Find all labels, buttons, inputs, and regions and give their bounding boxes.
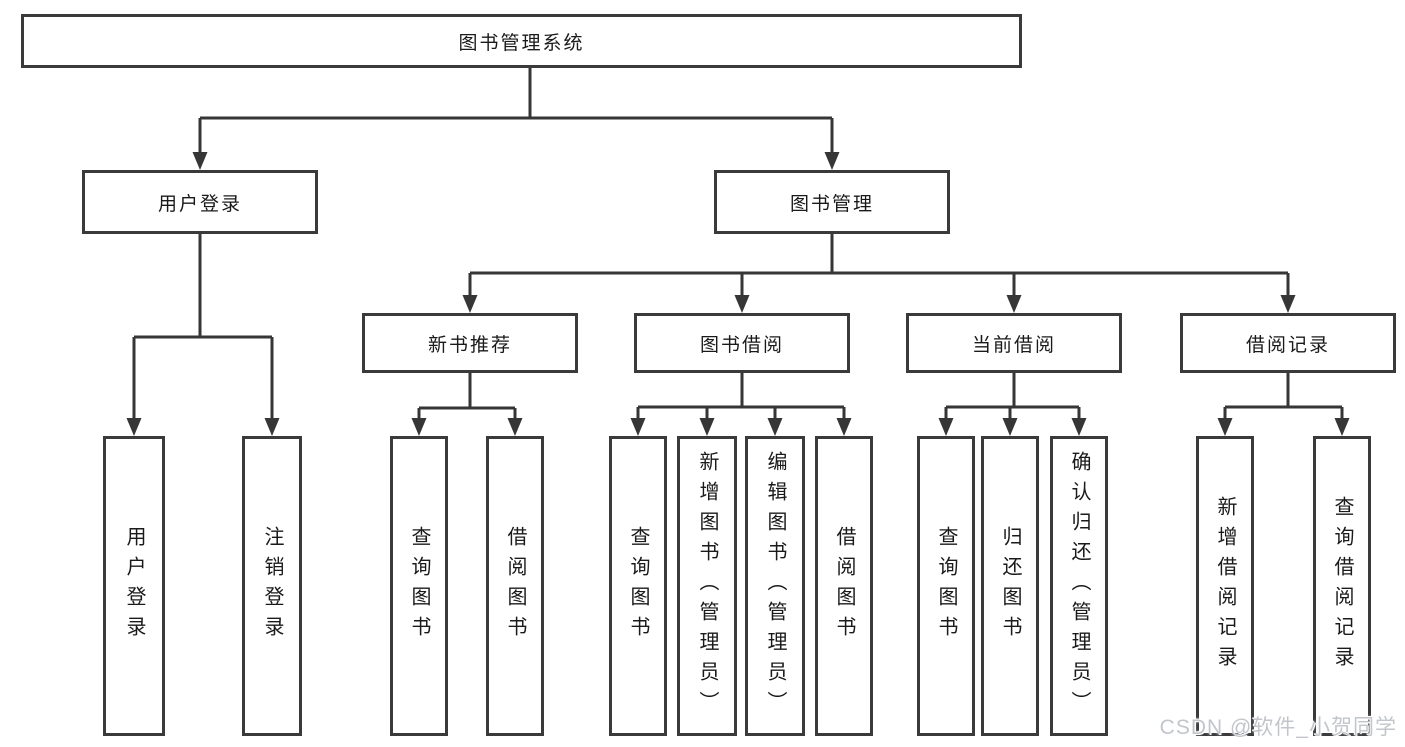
leaf-borrow-book-recommend: 借阅图书 [486,436,544,736]
node-current-borrow: 当前借阅 [906,313,1122,373]
leaf-logout: 注销登录 [242,436,302,736]
node-current-borrow-label: 当前借阅 [971,334,1056,356]
node-borrow-records: 借阅记录 [1180,313,1396,373]
leaf-logout-label: 注销登录 [261,526,283,646]
leaf-query-borrow-record: 查询借阅记录 [1313,436,1371,736]
connector-book-management-to-level3 [462,233,1296,313]
leaf-query-book-recommend: 查询图书 [390,436,448,736]
leaf-confirm-return-admin-label: 确认归还（管理员） [1068,451,1090,721]
leaf-query-book-borrow-label: 查询图书 [627,526,649,646]
node-book-management: 图书管理 [714,170,950,234]
node-new-book-recommend: 新书推荐 [362,313,578,373]
arrowhead [1334,418,1350,436]
arrowhead [1280,295,1296,313]
node-book-borrow-label: 图书借阅 [699,334,784,356]
arrowhead [767,418,783,436]
arrowhead [411,418,427,436]
leaf-add-borrow-record-label: 新增借阅记录 [1214,496,1236,676]
leaf-add-book-admin-label: 新增图书（管理员） [696,451,718,721]
leaf-add-borrow-record: 新增借阅记录 [1196,436,1254,736]
leaf-confirm-return-admin: 确认归还（管理员） [1050,436,1108,736]
arrowhead [126,418,142,436]
leaf-query-book-borrow: 查询图书 [609,436,667,736]
arrowhead [507,418,523,436]
arrowhead [1071,418,1087,436]
leaf-borrow-book-2-label: 借阅图书 [833,526,855,646]
arrowhead [1217,418,1233,436]
arrowhead [630,418,646,436]
leaf-return-book-label: 归还图书 [999,526,1021,646]
arrowhead [1006,295,1022,313]
node-user-login-label: 用户登录 [157,193,242,215]
csdn-watermark: CSDN @软件_小贺同学 [1159,716,1397,739]
leaf-return-book: 归还图书 [981,436,1039,736]
leaf-edit-book-admin-label: 编辑图书（管理员） [764,451,786,721]
connector-new-book-recommend-to-leaves [411,373,523,436]
node-root-label: 图书管理系统 [458,32,585,54]
leaf-borrow-book-recommend-label: 借阅图书 [504,526,526,646]
leaf-user-login: 用户登录 [103,436,165,736]
leaf-query-borrow-record-label: 查询借阅记录 [1331,496,1353,676]
arrowhead [836,418,852,436]
arrowhead [462,295,478,313]
node-user-login: 用户登录 [82,170,318,234]
arrowhead [1002,418,1018,436]
leaf-borrow-book-2: 借阅图书 [815,436,873,736]
connector-user-login-to-leaves [126,233,280,436]
node-borrow-records-label: 借阅记录 [1245,334,1330,356]
leaf-query-book-current-label: 查询图书 [935,526,957,646]
arrowhead [192,152,208,170]
node-new-book-recommend-label: 新书推荐 [427,334,512,356]
node-book-management-label: 图书管理 [789,193,874,215]
arrowhead [699,418,715,436]
arrowhead [824,152,840,170]
node-root: 图书管理系统 [21,14,1022,68]
leaf-user-login-label: 用户登录 [123,526,145,646]
node-book-borrow: 图书借阅 [634,313,850,373]
connector-current-borrow-to-leaves [938,373,1087,436]
arrowhead [938,418,954,436]
connector-book-borrow-to-leaves [630,373,852,436]
arrowhead [734,295,750,313]
leaf-query-book-current: 查询图书 [917,436,975,736]
connector-borrow-records-to-leaves [1217,373,1350,436]
leaf-edit-book-admin: 编辑图书（管理员） [745,436,805,736]
leaf-query-book-recommend-label: 查询图书 [408,526,430,646]
connector-root-to-level2 [192,67,840,170]
arrowhead [264,418,280,436]
leaf-add-book-admin: 新增图书（管理员） [677,436,737,736]
